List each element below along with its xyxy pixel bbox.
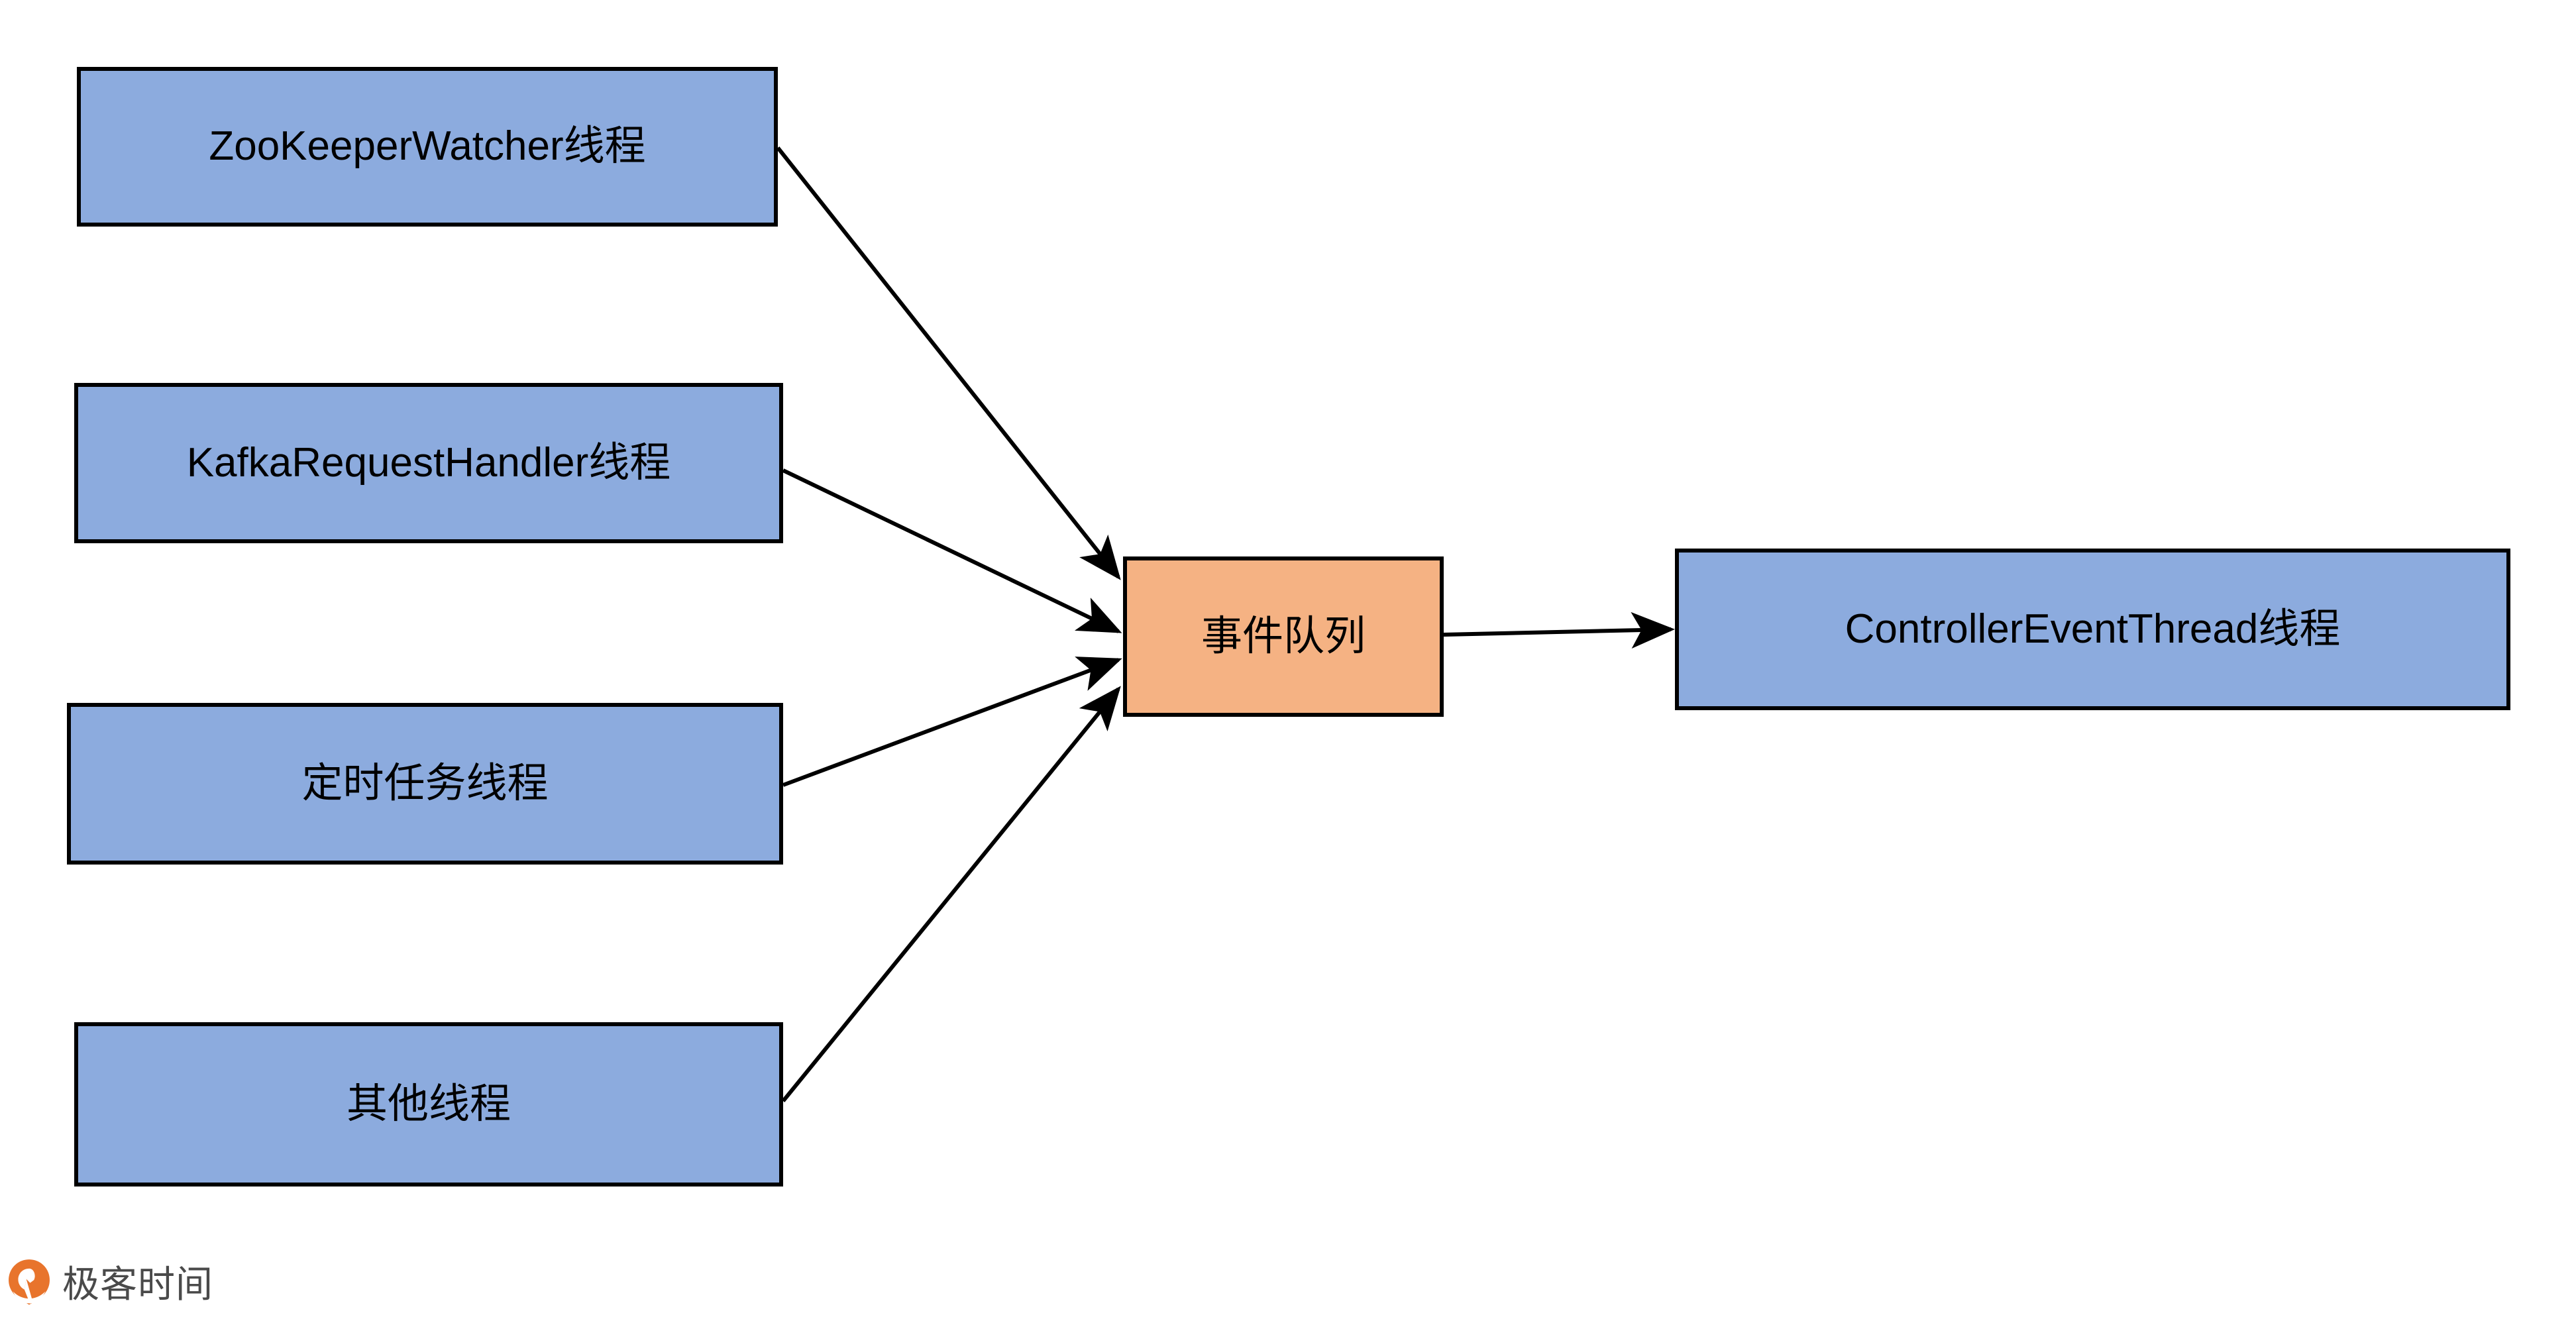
node-controller-event-thread[interactable]: ControllerEventThread线程 bbox=[1675, 549, 2510, 710]
edge-kafka-request-handler-to-event-queue bbox=[782, 468, 1122, 633]
node-zookeeper-watcher-label: ZooKeeperWatcher线程 bbox=[209, 123, 646, 170]
node-controller-event-thread-label: ControllerEventThread线程 bbox=[1845, 606, 2341, 652]
node-scheduled-task[interactable]: 定时任务线程 bbox=[67, 703, 783, 865]
edge-scheduled-task-to-event-queue bbox=[782, 657, 1122, 787]
edge-other-threads-to-event-queue bbox=[781, 686, 1121, 1102]
edge-event-queue-to-controller-event-thread bbox=[1443, 611, 1675, 649]
watermark-text: 极客时间 bbox=[62, 1263, 213, 1306]
node-event-queue[interactable]: 事件队列 bbox=[1123, 556, 1444, 717]
node-kafka-request-handler-label: KafkaRequestHandler线程 bbox=[186, 439, 671, 486]
node-zookeeper-watcher[interactable]: ZooKeeperWatcher线程 bbox=[77, 67, 778, 227]
geektime-logo-icon bbox=[9, 1259, 50, 1305]
watermark: 极客时间 bbox=[5, 1255, 213, 1308]
node-scheduled-task-label: 定时任务线程 bbox=[301, 760, 549, 806]
edge-zookeeper-watcher-to-event-queue bbox=[776, 146, 1121, 580]
node-kafka-request-handler[interactable]: KafkaRequestHandler线程 bbox=[74, 383, 783, 543]
node-event-queue-label: 事件队列 bbox=[1201, 613, 1366, 659]
node-other-threads[interactable]: 其他线程 bbox=[74, 1022, 783, 1187]
node-other-threads-label: 其他线程 bbox=[346, 1081, 511, 1127]
